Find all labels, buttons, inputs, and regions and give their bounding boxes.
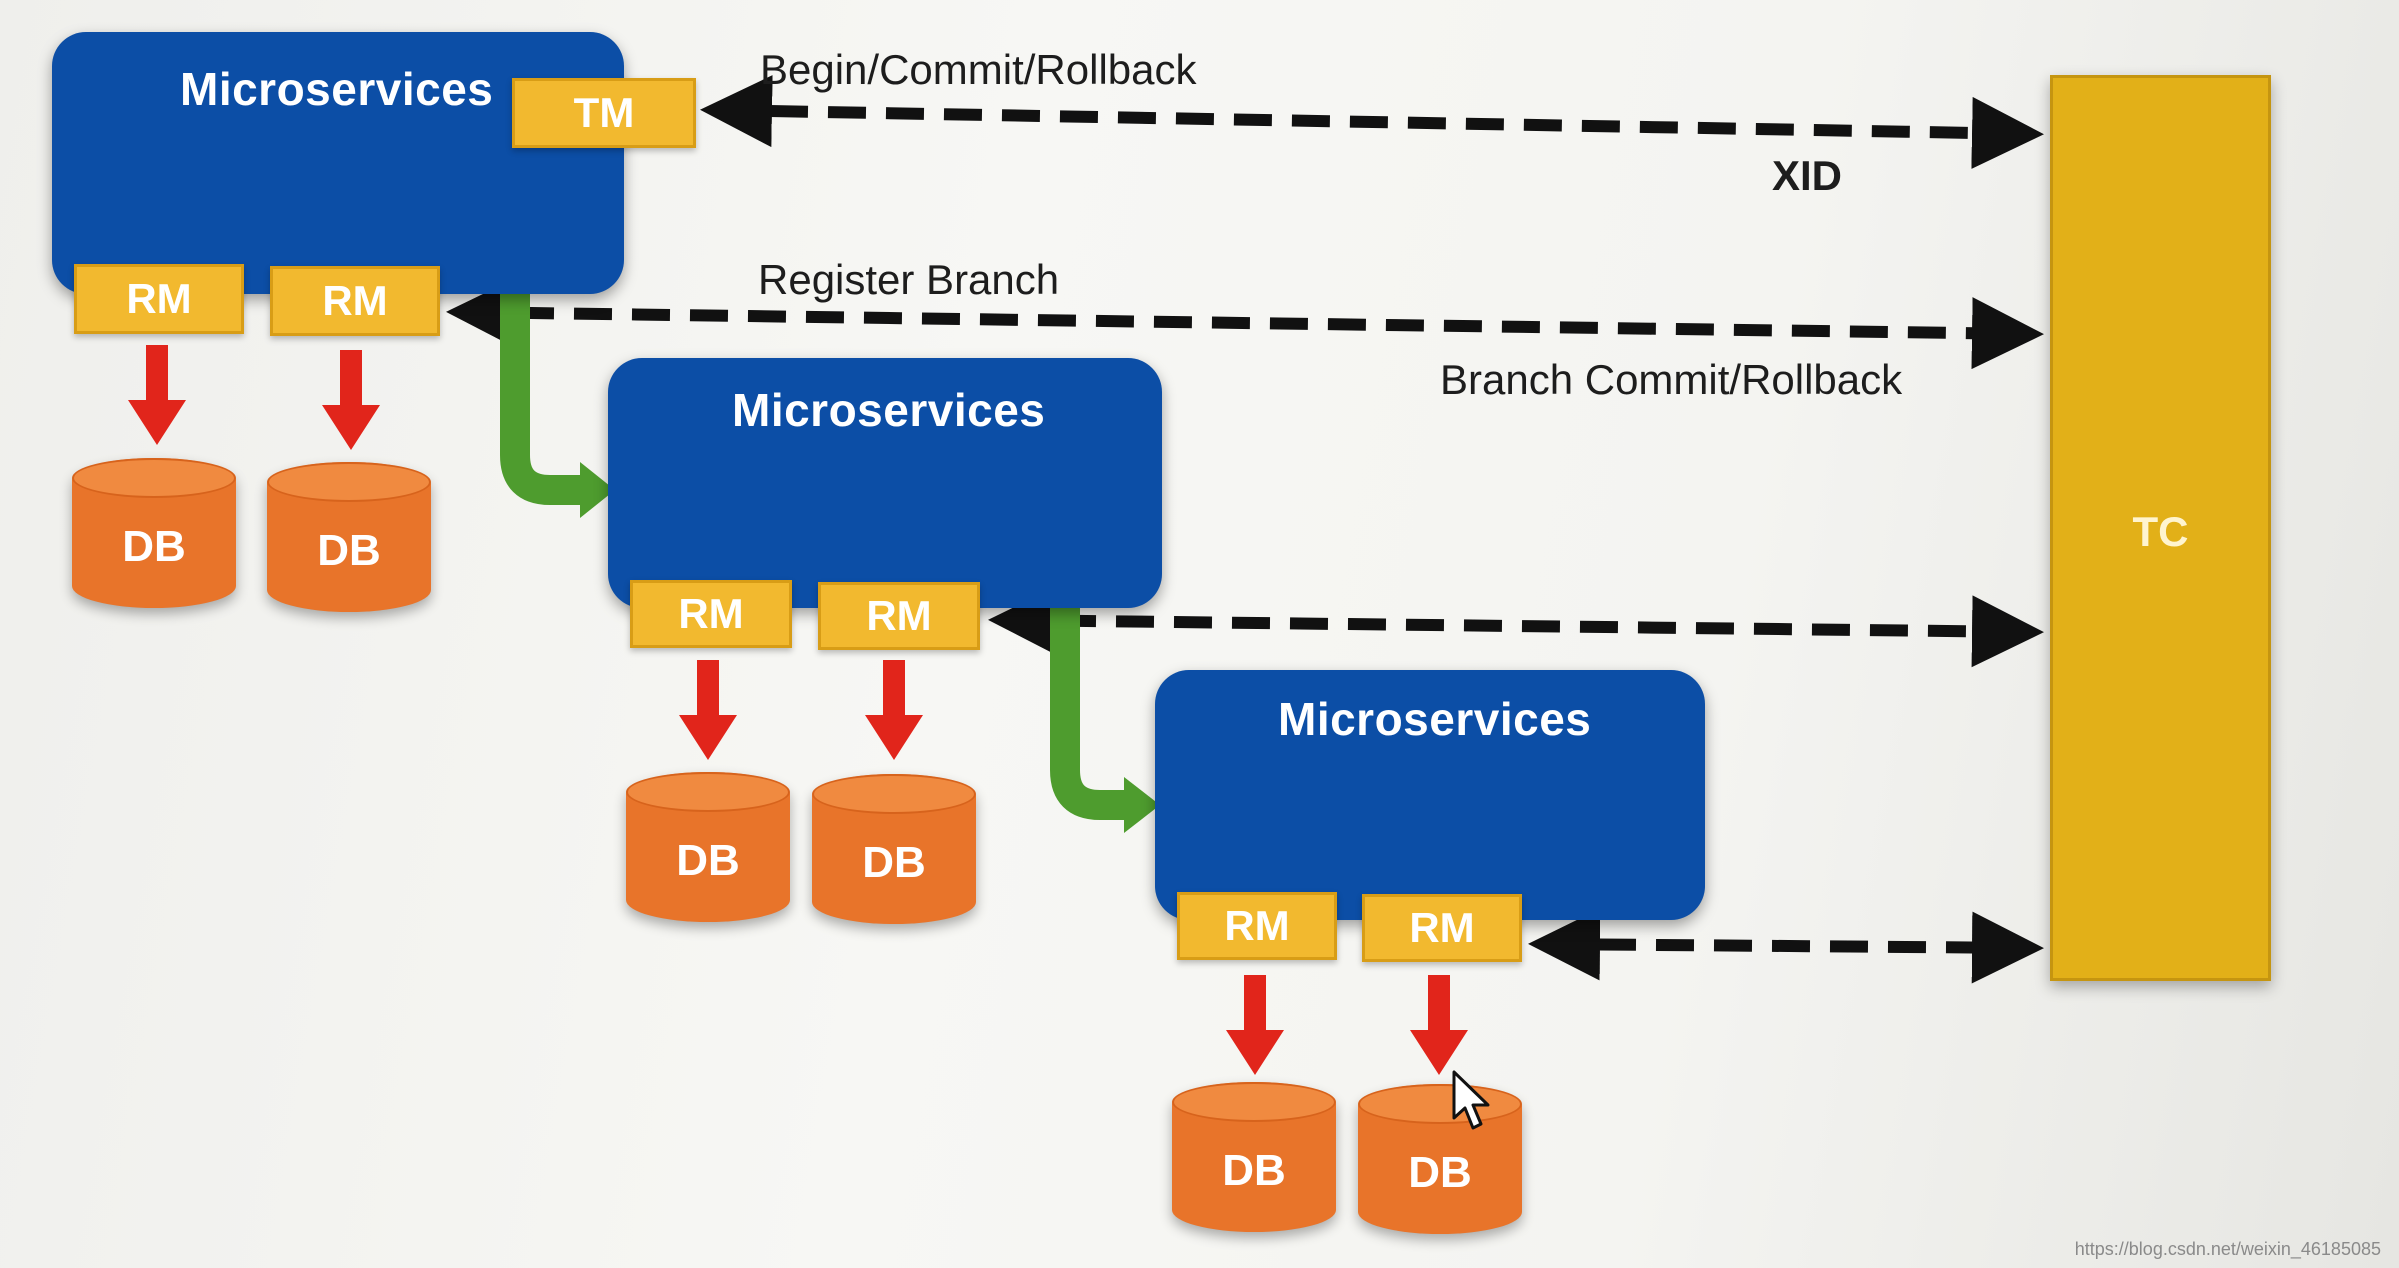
rm-tag: RM	[818, 582, 980, 650]
database-icon: DB	[626, 772, 790, 922]
label-branch-commit-rollback: Branch Commit/Rollback	[1440, 356, 1903, 403]
microservice-title: Microservices	[1278, 693, 1592, 745]
dashed-arrow-rm3-tc	[1528, 908, 2044, 984]
db-arrow	[1410, 975, 1468, 1075]
rm-tag: RM	[630, 580, 792, 648]
call-arrow-2-head	[1124, 777, 1160, 833]
database-icon: DB	[72, 458, 236, 608]
tc-box: TC	[2050, 75, 2271, 981]
microservice-box-1	[52, 32, 624, 294]
db-arrow	[128, 345, 186, 445]
microservice-box-3	[1155, 670, 1705, 920]
db-label: DB	[1222, 1146, 1286, 1195]
tc-label: TC	[2132, 508, 2189, 555]
dashed-arrow-rm1-tc	[446, 276, 2044, 370]
label-begin-commit-rollback: Begin/Commit/Rollback	[760, 46, 1197, 93]
mouse-cursor-icon	[1452, 1070, 1490, 1130]
label-register-branch: Register Branch	[758, 256, 1060, 303]
db-arrow	[679, 660, 737, 760]
rm-tag: RM	[1362, 894, 1522, 962]
call-arrow-1-head	[580, 462, 615, 518]
rm-tag: RM	[74, 264, 244, 334]
database-icon: DB	[267, 462, 431, 612]
call-arrows	[500, 270, 1160, 833]
db-arrow	[1226, 975, 1284, 1075]
tm-tag: TM	[512, 78, 696, 148]
db-arrow	[865, 660, 923, 760]
dashed-arrows	[446, 75, 2044, 984]
database-icon: DB	[1358, 1084, 1522, 1234]
db-label: DB	[862, 838, 926, 887]
microservice-title: Microservices	[180, 63, 494, 115]
rm-tag: RM	[270, 266, 440, 336]
dashed-arrow-tm-tc	[700, 75, 2044, 169]
call-arrow-2	[1050, 585, 1128, 820]
db-arrow	[322, 350, 380, 450]
dashed-arrow-rm2-tc	[988, 584, 2044, 668]
call-arrow-1	[500, 270, 585, 505]
database-icon: DB	[1172, 1082, 1336, 1232]
db-label: DB	[317, 526, 381, 575]
label-xid: XID	[1772, 152, 1843, 199]
microservice-title: Microservices	[732, 384, 1046, 436]
db-arrows	[128, 345, 1468, 1075]
database-icon: DB	[812, 774, 976, 924]
microservice-box-2	[608, 358, 1162, 608]
db-label: DB	[122, 522, 186, 571]
db-label: DB	[1408, 1148, 1472, 1197]
rm-tag: RM	[1177, 892, 1337, 960]
db-label: DB	[676, 836, 740, 885]
footer-watermark: https://blog.csdn.net/weixin_46185085	[2074, 1239, 2381, 1259]
